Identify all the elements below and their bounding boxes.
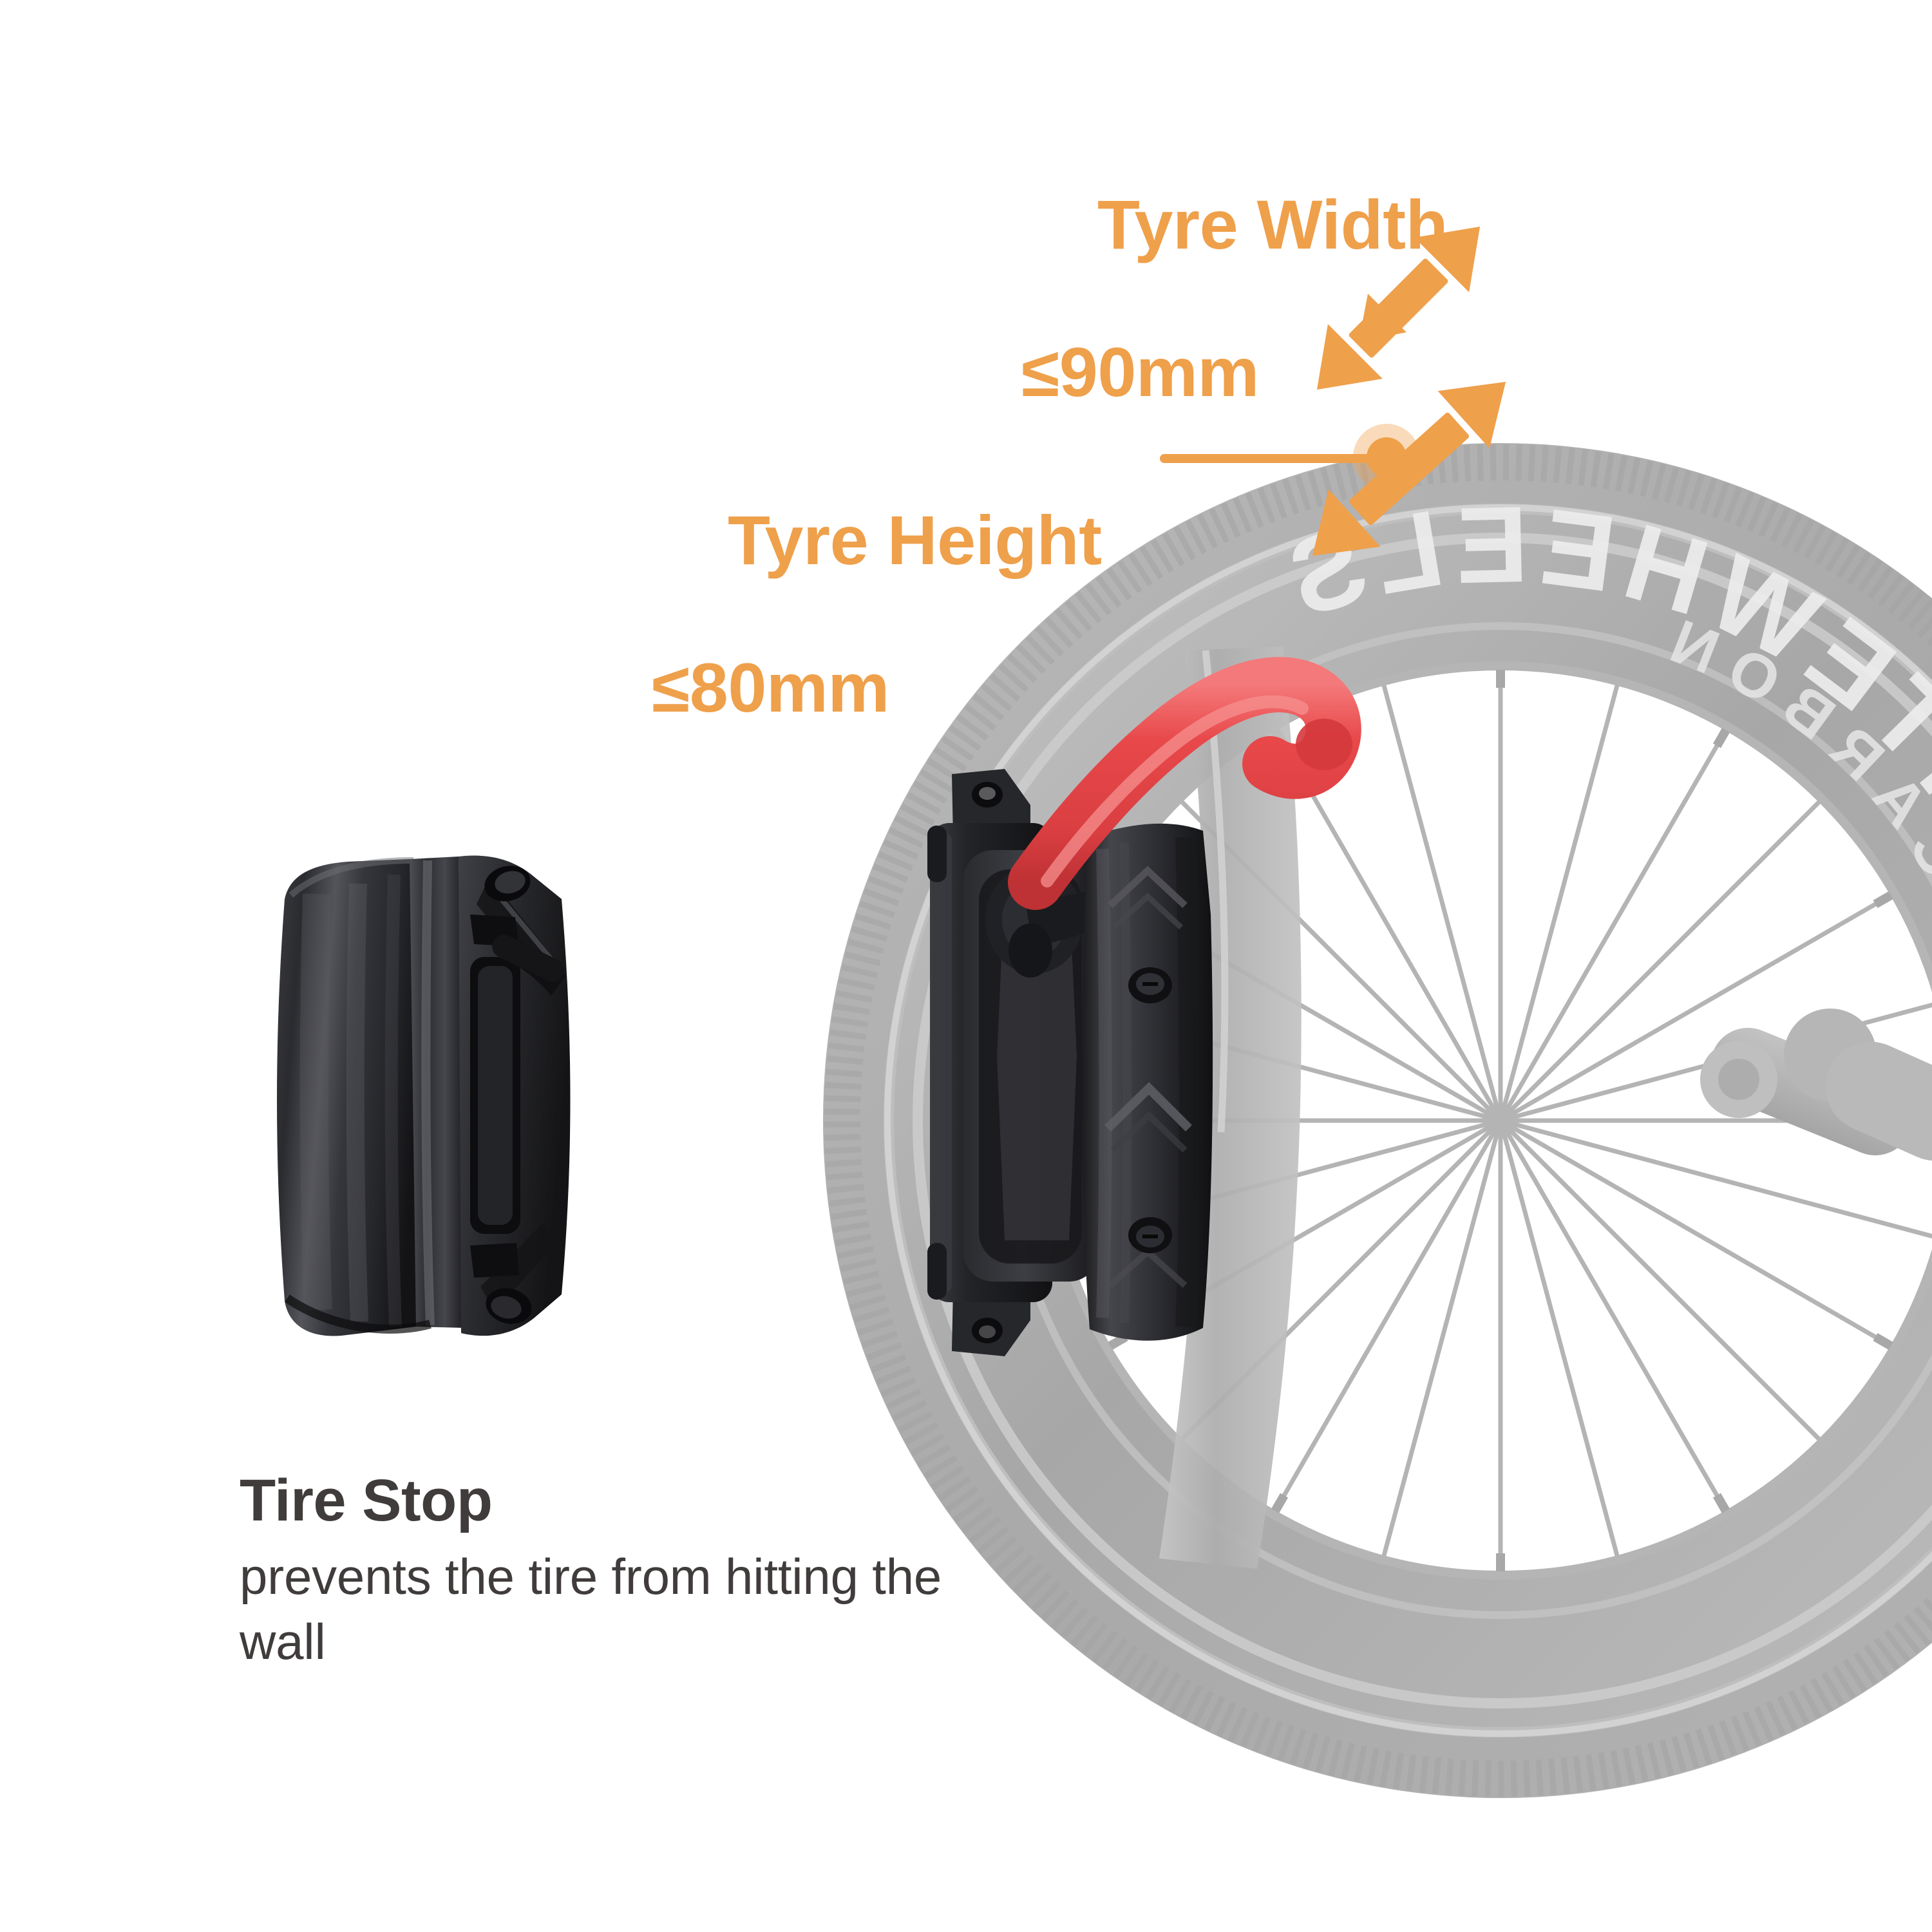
tyre-height-leader [1160,424,1420,491]
wheel-group: ELITEWHEELS CARBON [823,443,1932,1798]
tyre-width-line1: Tyre Width [1097,185,1448,264]
tyre-width-arrow [1316,226,1481,390]
product-bracket [277,855,571,1336]
caption-body: prevents the tire from hitting the wall [240,1548,942,1670]
tyre-width-label: Tyre Width ≤90mm [1021,115,1448,557]
product-mount-hole-bottom [486,1288,532,1324]
tyre-height-line2: ≤80mm [652,649,889,727]
product-mount-hole-top [484,866,531,902]
body-screw-bottom [1128,1217,1172,1253]
tyre-height-arrow [1312,381,1506,556]
body-screw-top [1128,967,1172,1003]
tyre-height-line1: Tyre Height [728,501,1102,580]
tire-bead-highlight [884,504,1932,1737]
tyre-height-label: Tyre Height ≤80mm [652,430,1102,873]
tire-stop-arm[interactable] [1008,657,1361,910]
bracket-body [1082,823,1213,1341]
bracket-cradle [963,850,1099,1282]
tyre-width-line2: ≤90mm [1021,333,1259,412]
wheel-hub [1700,1009,1932,1161]
tire-stop-caption: Tire Stop prevents the tire from hitting… [240,1468,961,1674]
caption-title: Tire Stop [240,1468,493,1533]
rim-upper-shoulder [913,533,1932,1709]
tire-tread-texture [824,444,1932,1797]
